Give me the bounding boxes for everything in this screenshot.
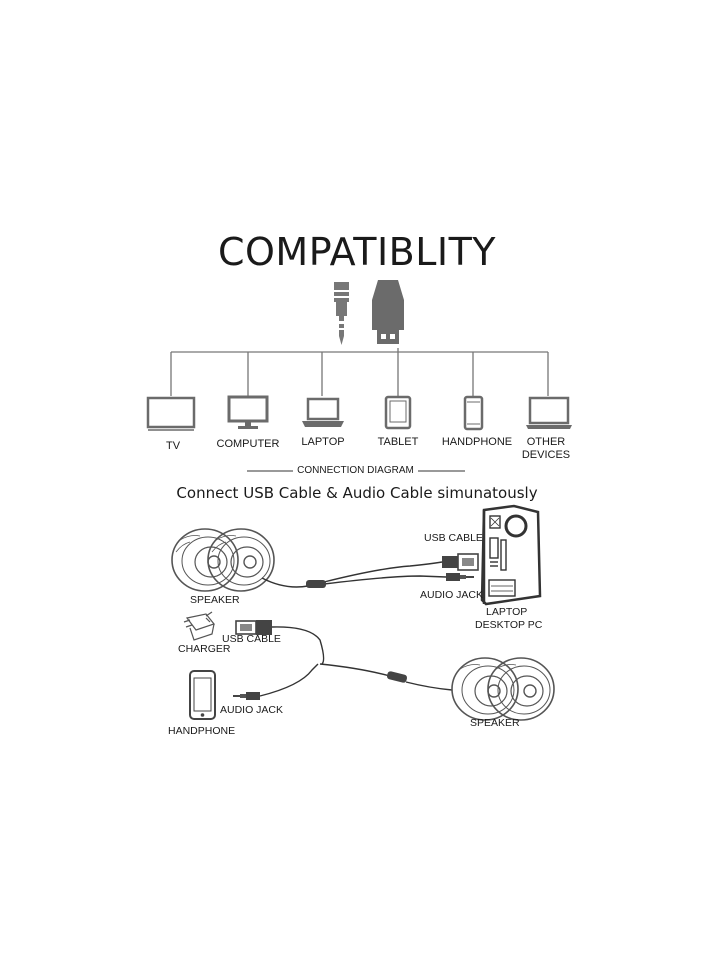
- phone-icon: [463, 395, 484, 431]
- audio-jack-label-bottom: AUDIO JACK: [220, 704, 284, 716]
- pc-label-line1: LAPTOP: [486, 606, 528, 618]
- cable-bottom: [259, 626, 453, 697]
- audio-jack-plug-top: [446, 573, 474, 581]
- usb-plug-bottom: [235, 620, 272, 635]
- audio-jack-plug-icon: [334, 282, 349, 345]
- tv-icon: [146, 396, 196, 431]
- device-label-tv: TV: [165, 440, 181, 452]
- speaker-label-bottom: SPEAKER: [470, 717, 520, 729]
- device-label-tablet: TABLET: [377, 436, 419, 448]
- pc-label-line2: DESKTOP PC: [475, 619, 543, 631]
- subheading: Connect USB Cable & Audio Cable simunato…: [176, 484, 538, 502]
- speaker-label-top: SPEAKER: [190, 594, 240, 606]
- cable-top: [261, 561, 447, 588]
- device-label-laptop: LAPTOP: [301, 436, 345, 448]
- usb-cable-label-bottom: USB CABLE: [222, 633, 281, 645]
- handphone-label-bottom: HANDPHONE: [168, 725, 236, 737]
- audio-jack-plug-bottom: [233, 692, 260, 700]
- usb-cable-label-top: USB CABLE: [424, 532, 483, 544]
- monitor-icon: [227, 395, 269, 429]
- usb-plug-top: [442, 553, 479, 571]
- speaker-pair-icon-bottom: [451, 657, 555, 721]
- section-heading: CONNECTION DIAGRAM: [293, 465, 418, 476]
- device-label-handphone: HANDPHONE: [441, 436, 513, 448]
- inline-controller-top: [306, 580, 326, 588]
- inline-controller-bottom: [386, 671, 408, 683]
- page-title: COMPATIBLITY: [217, 230, 497, 274]
- device-label-other: OTHER DEVICES: [521, 436, 571, 461]
- usb-plug-icon: [372, 280, 404, 344]
- desktop-pc-icon: [480, 504, 542, 606]
- other-device-icon: [526, 396, 572, 429]
- laptop-icon: [302, 397, 344, 427]
- speaker-pair-icon-top: [171, 528, 275, 592]
- handphone-icon-bottom: [189, 670, 216, 720]
- device-tree-lines: [170, 348, 549, 396]
- tablet-icon: [384, 395, 412, 430]
- audio-jack-label-top: AUDIO JACK: [420, 589, 484, 601]
- device-label-computer: COMPUTER: [216, 438, 280, 450]
- charger-icon: [183, 611, 216, 641]
- charger-label: CHARGER: [178, 643, 231, 655]
